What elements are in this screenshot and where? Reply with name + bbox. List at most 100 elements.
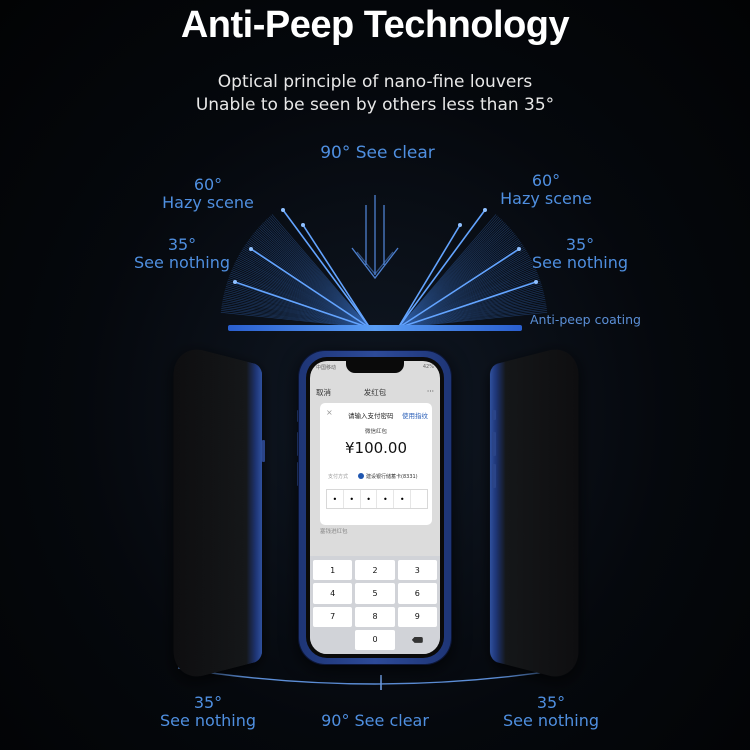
louver-ray: [397, 298, 546, 329]
louver-ray: [397, 240, 521, 329]
louver-ray: [232, 268, 371, 329]
louver-ray: [397, 291, 544, 329]
right-phone-volume-up: [492, 432, 496, 456]
louver-ray: [221, 306, 371, 329]
ray-endpoint: [517, 247, 521, 251]
key-0[interactable]: 0: [355, 629, 395, 650]
below-modal-text: 塞钱进红包: [320, 529, 348, 535]
louver-ray: [397, 302, 546, 329]
louver-ray: [397, 304, 547, 329]
louver-ray: [266, 219, 371, 329]
modal-envelope-label: 微信红包: [364, 429, 387, 435]
louver-ray: [397, 293, 545, 329]
label-left-60-text: Hazy scene: [162, 193, 254, 212]
louver-ray: [224, 289, 371, 329]
louver-ray: [397, 220, 504, 329]
key-9[interactable]: 9: [397, 606, 437, 627]
louver-ray: [247, 240, 371, 329]
louver-ray: [397, 248, 520, 329]
louver-ray: [397, 227, 510, 329]
louver-ray: [397, 254, 530, 329]
password-digit: •: [394, 490, 412, 508]
louver-ray: [225, 287, 371, 329]
close-icon[interactable]: ×: [326, 408, 333, 417]
password-input[interactable]: • • • • •: [326, 489, 428, 509]
key-2[interactable]: 2: [355, 560, 395, 581]
key-6[interactable]: 6: [397, 583, 437, 604]
louver-ray: [397, 214, 497, 329]
louver-ray: [397, 209, 486, 329]
password-digit: •: [361, 490, 378, 508]
louver-ray: [249, 237, 371, 329]
key-3[interactable]: 3: [397, 560, 437, 581]
louver-ray: [397, 216, 500, 329]
nav-cancel[interactable]: 取消: [316, 388, 331, 397]
nav-more-icon[interactable]: ···: [426, 387, 434, 396]
louver-ray: [240, 251, 371, 329]
louver-ray: [229, 273, 371, 329]
louver-ray: [270, 215, 371, 329]
label-anti-peep-coating: Anti-peep coating: [530, 312, 641, 327]
bottom-right-text: See nothing: [502, 711, 599, 730]
louver-ray: [271, 214, 371, 329]
right-phone-switch: [492, 410, 496, 420]
key-5[interactable]: 5: [355, 583, 395, 604]
louver-ray: [397, 251, 528, 329]
louver-ray: [221, 304, 371, 329]
louver-ray: [230, 271, 371, 329]
phone-notch: [346, 361, 404, 373]
louver-ray: [397, 306, 547, 329]
key-delete[interactable]: [398, 630, 437, 650]
subtitle-line-1: Optical principle of nano-fine louvers: [217, 72, 533, 92]
louver-ray: [397, 253, 529, 329]
louver-ray: [397, 224, 508, 329]
louver-ray: [397, 226, 509, 329]
louver-ray: [258, 227, 371, 329]
louver-ray: [250, 248, 371, 329]
louver-ray: [232, 266, 371, 329]
center-phone-switch: [297, 410, 300, 422]
louver-ray: [397, 219, 502, 329]
key-8[interactable]: 8: [355, 606, 395, 627]
louver-ray: [262, 223, 371, 329]
center-phone-screen: 中国移动 42% 取消 发红包 ··· × 请输入支付密码 使用指纹 微信红包 …: [306, 357, 444, 658]
coating-pad: [228, 325, 522, 331]
louver-ray: [397, 295, 545, 329]
louver-ray: [397, 263, 534, 329]
bottom-left-text: See nothing: [159, 711, 256, 730]
louver-ray: [254, 231, 371, 329]
louver-ray: [397, 271, 538, 329]
key-4[interactable]: 4: [313, 583, 353, 604]
label-left-60-angle: 60°: [193, 175, 223, 194]
louver-ray: [397, 270, 537, 329]
subtitle-line-2: Unable to be seen by others less than 35…: [195, 95, 555, 115]
louver-ray: [231, 270, 371, 329]
louver-ray: [264, 220, 371, 329]
ray-endpoint: [233, 280, 237, 284]
louver-ray: [234, 281, 371, 329]
left-side-phone: [173, 342, 263, 684]
louver-ray: [255, 230, 371, 329]
louver-ray: [397, 264, 535, 329]
louver-ray: [223, 297, 371, 329]
louver-ray: [225, 286, 371, 329]
louver-ray: [397, 273, 539, 329]
louver-ray: [397, 236, 517, 329]
left-phone-button: [262, 440, 265, 462]
use-fingerprint-link[interactable]: 使用指纹: [402, 412, 428, 420]
louver-ray: [222, 298, 371, 329]
pay-card[interactable]: 建设银行储蓄卡(8331): [366, 474, 418, 480]
password-digit: •: [344, 490, 361, 508]
louver-ray: [241, 250, 371, 329]
louver-ray: [397, 221, 505, 329]
key-1[interactable]: 1: [313, 560, 353, 581]
ray-endpoint: [281, 208, 285, 212]
page-title: Anti-Peep Technology: [180, 4, 570, 46]
key-7[interactable]: 7: [313, 606, 353, 627]
nav-title: 发红包: [363, 388, 387, 397]
password-digit: •: [327, 490, 344, 508]
label-right-60-angle: 60°: [531, 171, 561, 190]
louver-ray: [239, 253, 371, 329]
louver-ray: [260, 224, 371, 329]
